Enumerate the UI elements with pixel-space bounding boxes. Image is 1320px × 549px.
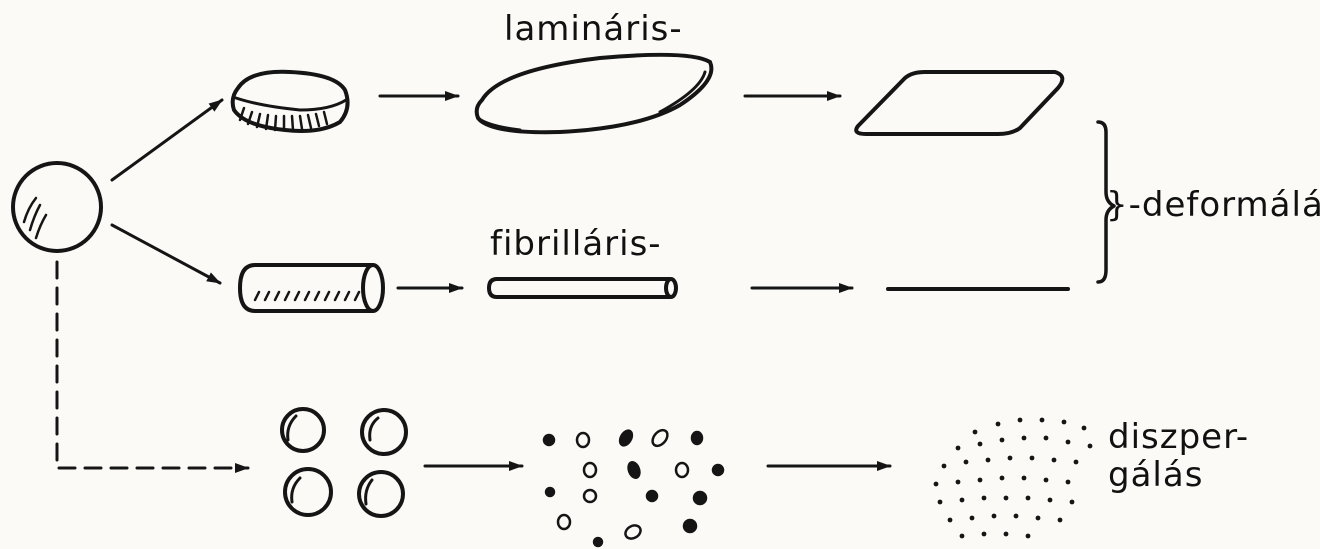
split-droplets: [282, 409, 406, 516]
dispersion-label-line1: diszper-: [1108, 417, 1249, 457]
dashed-arrow-to-drops: [57, 262, 248, 468]
thin-sheet: [856, 72, 1062, 134]
initial-droplet: [13, 163, 101, 251]
arrow-to-flattened: [112, 100, 222, 180]
dispersion-label-line2: gálás: [1108, 455, 1203, 495]
laminar-plate: [477, 55, 712, 132]
fibrillar-label: fibrilláris-: [490, 224, 662, 264]
cylinder-droplet: [240, 265, 383, 311]
deformation-label: }-deformálás: [1106, 185, 1320, 225]
dispersed-dots: [934, 418, 1093, 539]
arrow-to-cylinder: [112, 225, 220, 283]
flattened-droplet: [233, 72, 348, 131]
fibril: [489, 279, 676, 297]
laminar-label: lamináris-: [504, 9, 683, 49]
small-droplets: [544, 427, 723, 546]
